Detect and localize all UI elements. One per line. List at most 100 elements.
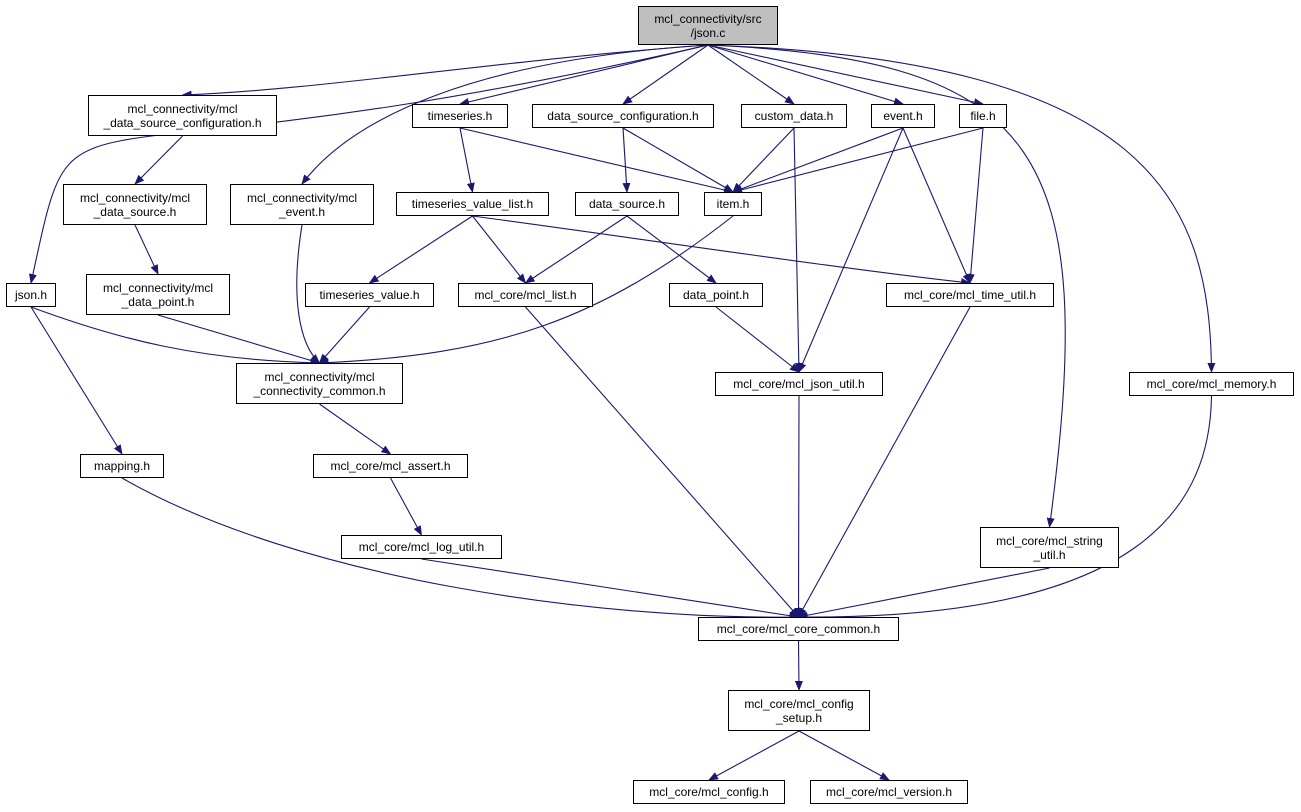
edge-config_setup_h-to-config_h (708, 730, 800, 781)
edge-data_point_h-to-json_util_h (715, 306, 800, 373)
edge-mcl_list_h-to-core_common_h (525, 306, 800, 618)
edge-json_c-to-event_h (707, 44, 904, 106)
node-timeseries-value-list-h[interactable]: timeseries_value_list.h (396, 192, 549, 216)
node-json-c: mcl_connectivity/src /json.c (638, 6, 778, 45)
node-file-h[interactable]: file.h (959, 104, 1007, 128)
edge-custom_data_h-to-json_util_h (793, 127, 803, 373)
node-mcl-assert-h[interactable]: mcl_core/mcl_assert.h (313, 454, 468, 478)
node-timeseries-value-h[interactable]: timeseries_value.h (305, 283, 434, 307)
node-mcl-data-point-h[interactable]: mcl_connectivity/mcl _data_point.h (86, 274, 230, 315)
edge-data_source_h-to-data_point_h (626, 215, 717, 284)
edge-json_c-to-ds_config_full (181, 44, 709, 99)
node-label: mcl_core/mcl_config _setup.h (744, 696, 854, 725)
node-mcl-version-h[interactable]: mcl_core/mcl_version.h (810, 780, 968, 804)
node-label: mcl_connectivity/mcl _event.h (246, 190, 358, 219)
edge-timeseries_h-to-item_h (459, 127, 734, 194)
edge-json_c-to-timeseries_h (459, 44, 709, 106)
edge-ts_value_list_h-to-time_util_h (472, 215, 971, 287)
node-mcl-memory-h[interactable]: mcl_core/mcl_memory.h (1129, 372, 1294, 396)
node-label: json.h (14, 288, 48, 302)
node-data-source-configuration-h[interactable]: data_source_configuration.h (532, 104, 714, 128)
edge-custom_data_h-to-item_h (732, 127, 795, 193)
edge-json_h-to-conn_common_h (30, 306, 321, 367)
node-label: data_source_configuration.h (547, 109, 699, 123)
node-mcl-list-h[interactable]: mcl_core/mcl_list.h (458, 283, 593, 307)
node-mcl-data-source-configuration-h[interactable]: mcl_connectivity/mcl _data_source_config… (88, 95, 277, 136)
edge-ts_value_h-to-conn_common_h (318, 306, 370, 364)
edge-conn_common_h-to-assert_h (319, 403, 392, 455)
edge-assert_h-to-log_util_h (390, 477, 422, 536)
node-label: mcl_core/mcl_json_util.h (733, 377, 865, 391)
edge-ds_full-to-dp_full (134, 224, 159, 275)
node-mcl-data-source-h[interactable]: mcl_connectivity/mcl _data_source.h (63, 184, 207, 225)
edge-file_h-to-time_util_h (966, 127, 984, 284)
node-label: timeseries_value_list.h (411, 197, 534, 211)
node-label: mcl_core/mcl_log_util.h (358, 540, 485, 554)
edge-file_h-to-item_h (732, 127, 984, 194)
node-mapping-h[interactable]: mapping.h (80, 454, 164, 478)
edge-event_full-to-conn_common_h (296, 224, 321, 364)
node-custom-data-h[interactable]: custom_data.h (741, 104, 847, 128)
node-label: data_point.h (682, 288, 750, 302)
edge-event_h-to-time_util_h (902, 127, 971, 284)
node-label: mcl_core/mcl_string _util.h (996, 533, 1103, 562)
edge-ts_value_list_h-to-ts_value_h (368, 215, 473, 284)
edge-json_c-to-custom_data_h (707, 44, 795, 105)
node-label: mcl_core/mcl_memory.h (1146, 377, 1277, 391)
edge-dp_full-to-conn_common_h (157, 314, 321, 365)
edge-log_util_h-to-core_common_h (421, 558, 800, 620)
edge-timeseries_h-to-ts_value_list_h (459, 127, 475, 193)
node-label: mcl_core/mcl_version.h (825, 785, 953, 799)
node-label: timeseries_value.h (319, 288, 420, 302)
node-json-h[interactable]: json.h (6, 283, 56, 307)
node-item-h[interactable]: item.h (704, 192, 762, 216)
node-mcl-connectivity-common-h[interactable]: mcl_connectivity/mcl _connectivity_commo… (236, 363, 403, 404)
node-label: mcl_core/mcl_list.h (474, 288, 577, 302)
edge-ds_config_h-to-data_source_h (622, 127, 631, 193)
node-label: mcl_core/mcl_assert.h (330, 459, 451, 473)
node-label: data_source.h (588, 197, 666, 211)
node-mcl-core-common-h[interactable]: mcl_core/mcl_core_common.h (698, 617, 899, 641)
node-label: mcl_connectivity/mcl _data_point.h (102, 280, 214, 309)
edge-time_util_h-to-core_common_h (798, 306, 971, 618)
node-data-point-h[interactable]: data_point.h (669, 283, 763, 307)
node-mcl-event-h[interactable]: mcl_connectivity/mcl _event.h (230, 184, 374, 225)
edge-event_h-to-json_util_h (798, 127, 904, 373)
node-label: mcl_core/mcl_core_common.h (716, 622, 881, 636)
node-label: mcl_connectivity/mcl _data_source_config… (103, 101, 262, 130)
node-label: custom_data.h (754, 109, 834, 123)
node-data-source-h[interactable]: data_source.h (575, 192, 679, 216)
edge-ds_config_h-to-item_h (622, 127, 734, 193)
edge-json_c-to-json_h (29, 44, 709, 284)
edge-json_c-to-event_full (301, 44, 709, 185)
edge-ds_config_full-to-ds_full (134, 135, 183, 185)
edge-string_util_h-to-core_common_h (797, 567, 1050, 620)
node-label: mcl_connectivity/mcl _data_source.h (79, 190, 191, 219)
edge-config_setup_h-to-version_h (798, 730, 890, 781)
edge-memory_h-to-core_common_h (797, 395, 1213, 622)
node-mcl-json-util-h[interactable]: mcl_core/mcl_json_util.h (715, 372, 883, 396)
node-label: timeseries.h (427, 109, 493, 123)
node-mcl-config-h[interactable]: mcl_core/mcl_config.h (633, 780, 785, 804)
node-label: file.h (970, 109, 996, 123)
node-mcl-config-setup-h[interactable]: mcl_core/mcl_config _setup.h (728, 690, 870, 731)
node-label: mcl_core/mcl_config.h (649, 785, 769, 799)
node-label: mapping.h (93, 459, 151, 473)
edge-json_c-to-memory_h (707, 44, 1216, 373)
edge-json_c-to-file_h (707, 44, 984, 107)
node-label: item.h (716, 197, 750, 211)
node-label: mcl_connectivity/mcl _connectivity_commo… (253, 369, 386, 398)
node-mcl-log-util-h[interactable]: mcl_core/mcl_log_util.h (341, 535, 502, 559)
edge-json_util_h-to-core_common_h (794, 395, 803, 618)
node-event-h[interactable]: event.h (871, 104, 935, 128)
node-label: event.h (883, 109, 923, 123)
node-label: mcl_core/mcl_time_util.h (903, 288, 1037, 302)
edge-item_h-to-conn_common_h (318, 215, 734, 367)
node-timeseries-h[interactable]: timeseries.h (412, 104, 508, 128)
edge-mapping_h-to-core_common_h (121, 477, 800, 622)
node-mcl-string-util-h[interactable]: mcl_core/mcl_string _util.h (980, 527, 1119, 568)
edge-core_common_h-to-config_setup_h (794, 640, 803, 691)
node-mcl-time-util-h[interactable]: mcl_core/mcl_time_util.h (886, 283, 1054, 307)
node-label: mcl_connectivity/src /json.c (654, 11, 762, 40)
